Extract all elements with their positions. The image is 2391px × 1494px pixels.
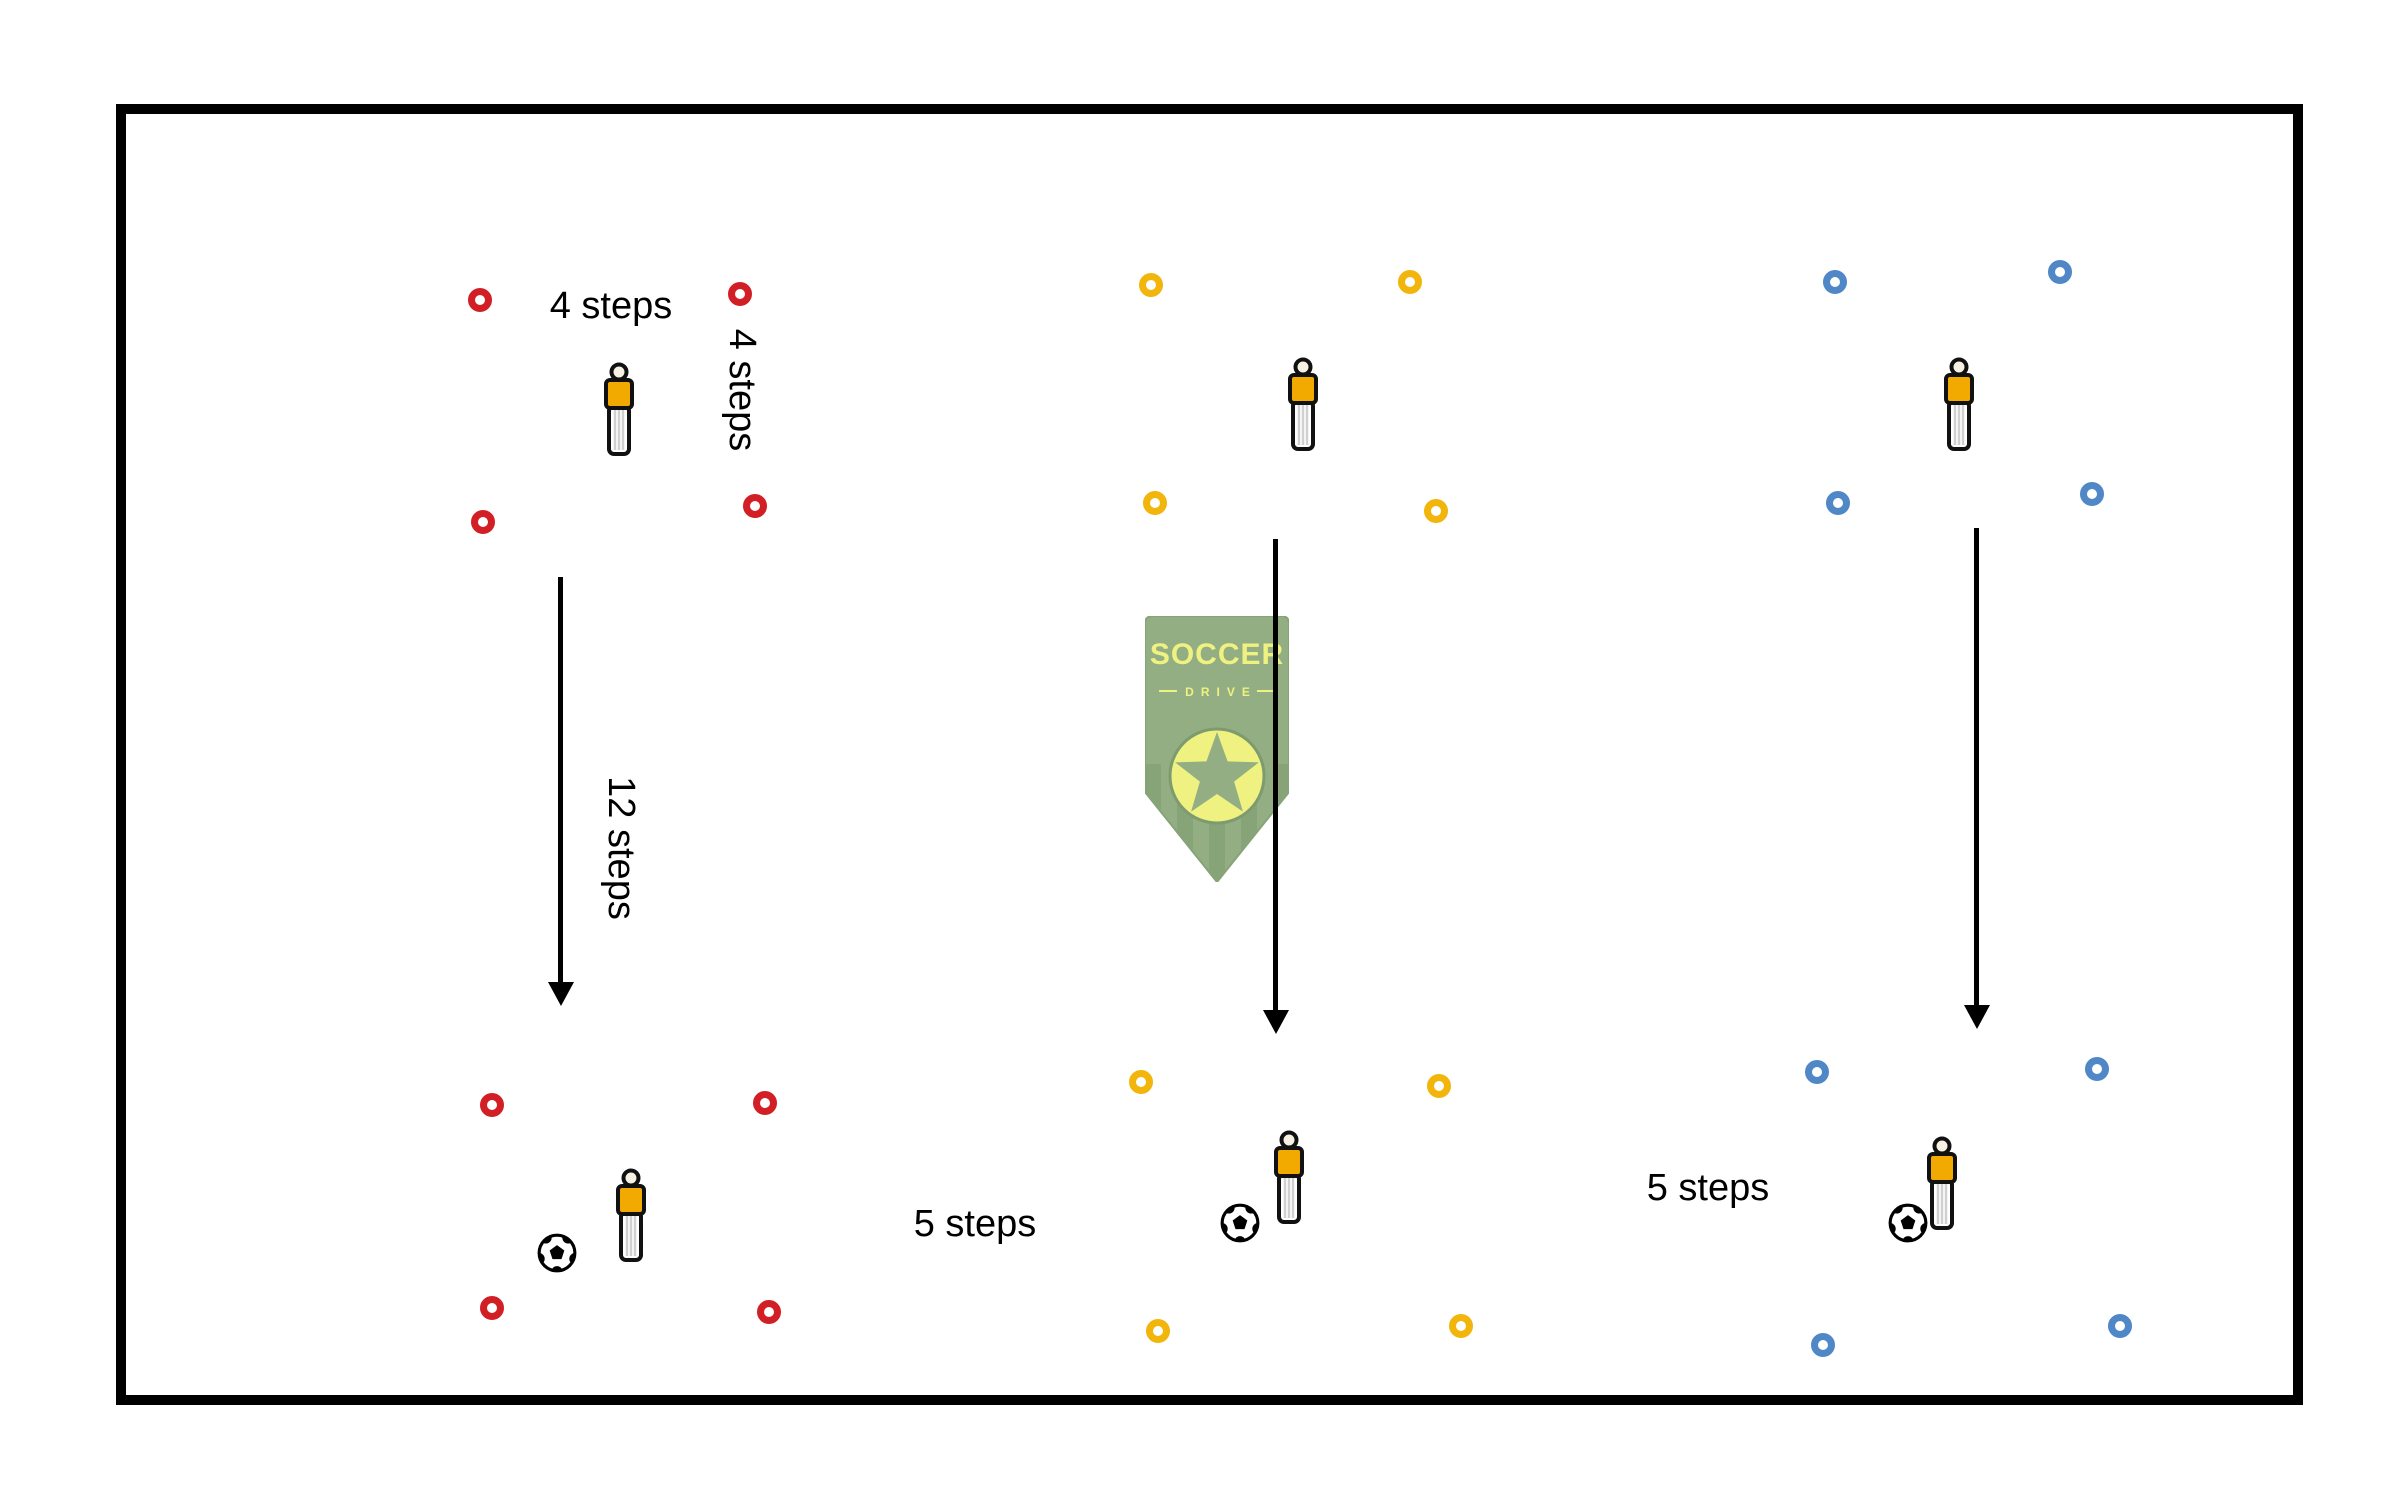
label-4-steps-top: 4 steps bbox=[549, 285, 673, 327]
cone-yellow bbox=[1146, 1319, 1170, 1343]
cone-blue bbox=[1811, 1333, 1835, 1357]
cone-blue bbox=[1805, 1060, 1829, 1084]
soccer-ball-icon bbox=[536, 1232, 578, 1274]
cone-red bbox=[480, 1296, 504, 1320]
run-arrow bbox=[547, 577, 574, 1006]
soccer-ball-icon bbox=[1219, 1202, 1261, 1244]
run-arrow bbox=[1963, 528, 1990, 1029]
arrow-head-icon bbox=[547, 982, 574, 1006]
player-figure bbox=[597, 362, 641, 458]
cone-yellow bbox=[1143, 491, 1167, 515]
logo-title: SOCCER bbox=[1150, 638, 1284, 671]
label-5-steps-middle: 5 steps bbox=[913, 1203, 1037, 1245]
player-figure bbox=[1937, 357, 1981, 453]
cone-blue bbox=[2080, 482, 2104, 506]
cone-yellow bbox=[1427, 1074, 1451, 1098]
cone-blue bbox=[2108, 1314, 2132, 1338]
cone-yellow bbox=[1424, 499, 1448, 523]
soccer-drive-logo: SOCCER DRIVE bbox=[1145, 616, 1289, 882]
cone-red bbox=[468, 288, 492, 312]
cone-red bbox=[743, 494, 767, 518]
logo-star-icon bbox=[1175, 732, 1259, 812]
arrow-head-icon bbox=[1262, 1010, 1289, 1034]
label-5-steps-right: 5 steps bbox=[1646, 1167, 1770, 1209]
label-12-steps: 12 steps bbox=[600, 776, 642, 920]
cone-blue bbox=[2048, 260, 2072, 284]
cone-red bbox=[728, 282, 752, 306]
player-figure bbox=[1281, 357, 1325, 453]
cone-yellow bbox=[1449, 1314, 1473, 1338]
cone-red bbox=[757, 1300, 781, 1324]
cone-blue bbox=[2085, 1057, 2109, 1081]
cone-blue bbox=[1826, 491, 1850, 515]
cone-blue bbox=[1823, 270, 1847, 294]
cone-yellow bbox=[1398, 270, 1422, 294]
cone-red bbox=[471, 510, 495, 534]
soccer-ball-icon bbox=[1887, 1202, 1929, 1244]
player-figure bbox=[1920, 1136, 1964, 1232]
cone-red bbox=[753, 1091, 777, 1115]
cone-red bbox=[480, 1093, 504, 1117]
cone-yellow bbox=[1139, 273, 1163, 297]
player-figure bbox=[1267, 1130, 1311, 1226]
logo-subtitle: DRIVE bbox=[1185, 685, 1257, 699]
player-figure bbox=[609, 1168, 653, 1264]
label-4-steps-side: 4 steps bbox=[721, 328, 763, 452]
run-arrow bbox=[1262, 539, 1289, 1034]
arrow-head-icon bbox=[1963, 1005, 1990, 1029]
cone-yellow bbox=[1129, 1070, 1153, 1094]
